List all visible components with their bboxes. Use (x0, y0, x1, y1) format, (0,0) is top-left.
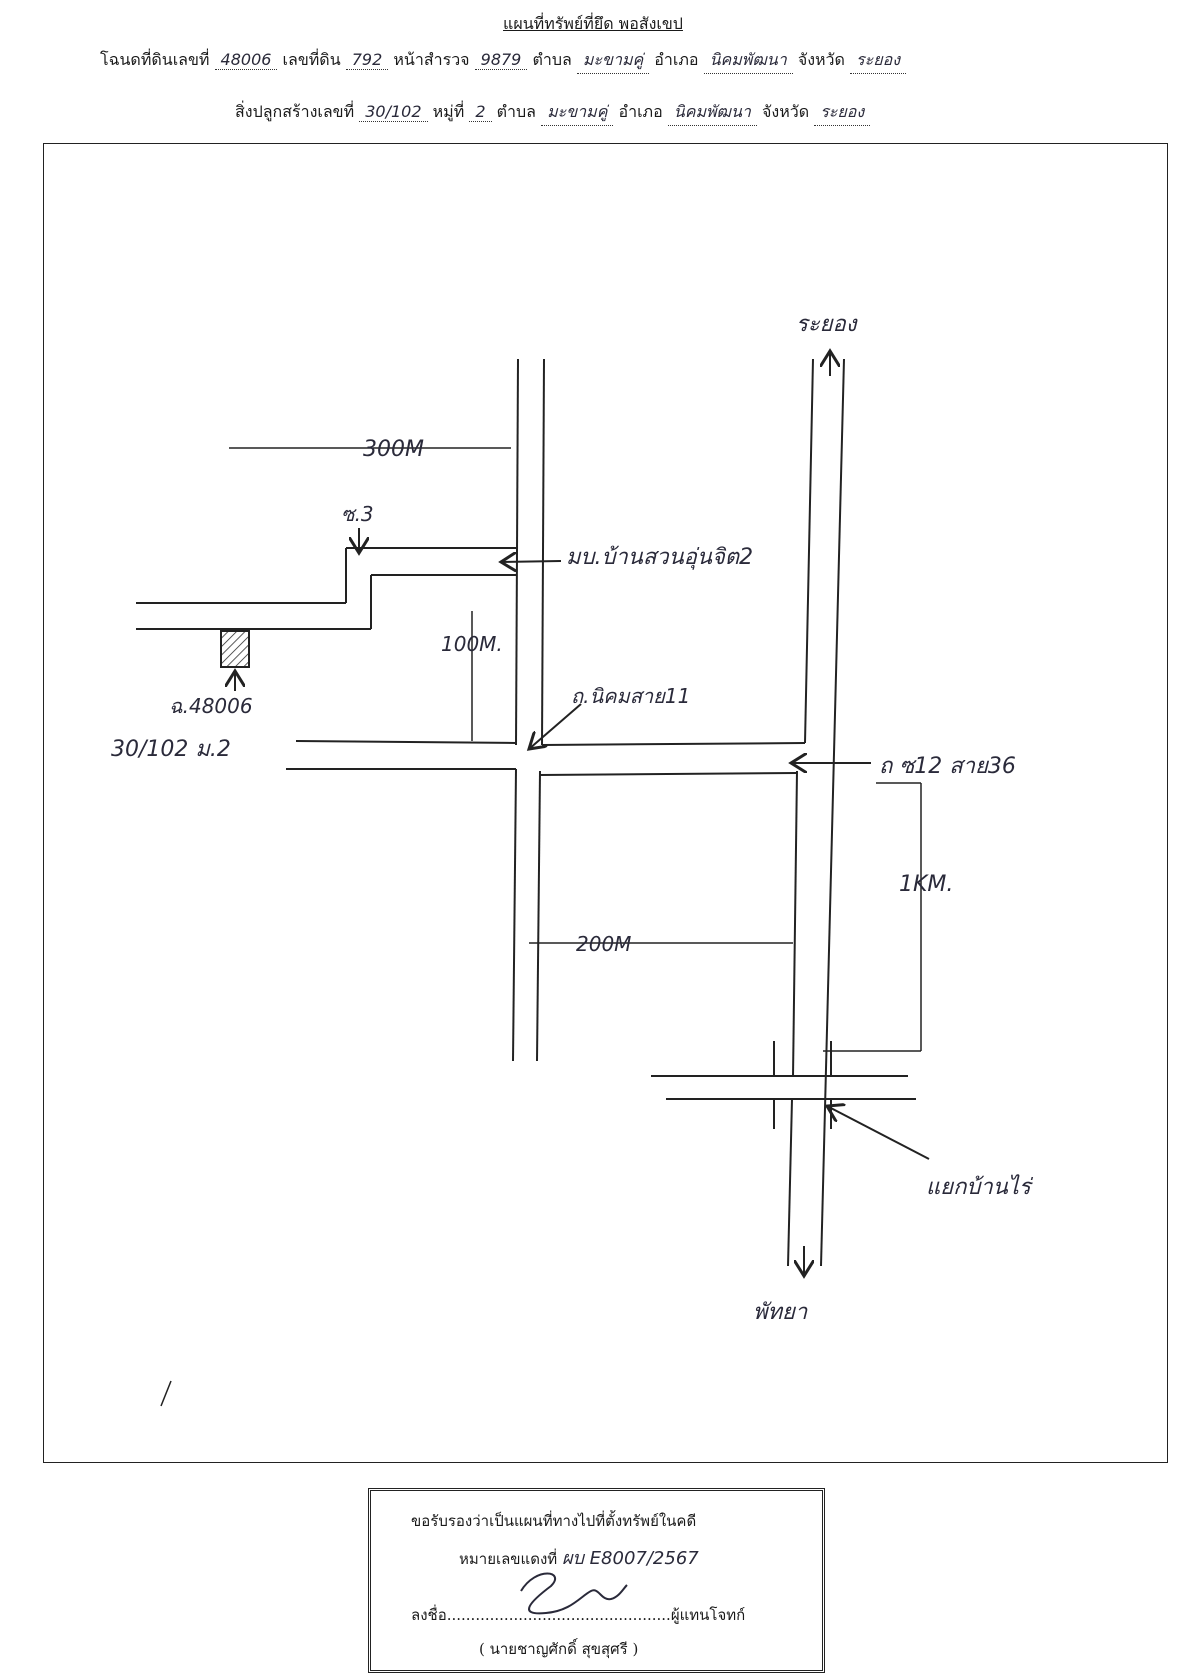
label-to-pattaya: พัทยา (753, 1300, 808, 1325)
header-line-2: สิ่งปลูกสร้างเลขที่ 30/102 หมู่ที่ 2 ตำบ… (235, 100, 1186, 126)
highway-left-bottom (787, 1098, 793, 1267)
district-label-2: อำเภอ (618, 102, 663, 121)
subdistrict-value: มะขามคู่ (576, 48, 650, 74)
land-number: 792 (345, 50, 389, 70)
province-label-2: จังหวัด (762, 102, 810, 121)
soi11-arrow (529, 703, 582, 749)
label-soi3: ซ.3 (341, 502, 374, 526)
district-label: อำเภอ (654, 50, 699, 69)
label-300m: 300M (363, 437, 424, 462)
road36-bottom-right (539, 772, 798, 776)
map-title: แผนที่ทรัพย์ที่ยึด พอสังเขป (503, 14, 683, 33)
highway-right-upper (820, 358, 845, 1267)
certification-box: ขอรับรองว่าเป็นแผนที่ทางไปที่ตั้งทรัพย์ใ… (368, 1488, 825, 1673)
cert-sign-row: ลงชื่อ..................................… (411, 1603, 745, 1627)
cert-case-row: หมายเลขแดงที่ ผบ E8007/2567 (459, 1543, 699, 1572)
label-junction: แยกบ้านไร่ (926, 1174, 1034, 1200)
survey-number: 9879 (474, 50, 528, 70)
soi11-right-upper (541, 358, 545, 746)
highway-left-lower (792, 770, 798, 1078)
label-road36: ถ ซ12 สาย36 (879, 754, 1016, 779)
land-number-label: เลขที่ดิน (282, 50, 341, 69)
subdistrict-label-2: ตำบล (496, 102, 536, 121)
subdistrict-label: ตำบล (532, 50, 572, 69)
label-to-rayong: ระยอง (796, 312, 859, 337)
map-drawing: ระยอง พัทยา 300M ซ.3 มบ.บ้านสวนอุ่นจิต2 … (111, 312, 1034, 1407)
cert-case-number: ผบ E8007/2567 (561, 1548, 699, 1569)
road36-top-right (541, 742, 806, 746)
village-arrow (501, 561, 562, 562)
header-line-1: โฉนดที่ดินเลขที่ 48006 เลขที่ดิน 792 หน้… (100, 48, 1186, 74)
label-soi11: ถ.นิคมสาย11 (571, 684, 690, 708)
building-label: สิ่งปลูกสร้างเลขที่ (235, 102, 355, 121)
deed-number: 48006 (214, 50, 278, 70)
highway-left-upper (804, 358, 814, 744)
stray-mark (160, 1380, 172, 1407)
province-value-2: ระยอง (814, 100, 871, 126)
cert-name: ( นายชาญศักดิ์ สุขสุศรี ) (479, 1640, 639, 1658)
label-deed: ฉ.48006 (169, 694, 253, 718)
junction-arrow (827, 1106, 930, 1160)
cert-case-label: หมายเลขแดงที่ (459, 1550, 558, 1568)
province-label: จังหวัด (797, 50, 845, 69)
moo-value: 2 (469, 102, 492, 122)
building-number: 30/102 (359, 102, 428, 122)
cert-sign-label: ลงชื่อ (411, 1606, 447, 1624)
signature (520, 1572, 628, 1615)
label-1km: 1KM. (899, 872, 953, 897)
map-frame: ระยอง พัทยา 300M ซ.3 มบ.บ้านสวนอุ่นจิต2 … (43, 143, 1168, 1463)
label-200m: 200M (576, 932, 631, 956)
survey-label: หน้าสำรวจ (393, 50, 470, 69)
label-village: มบ.บ้านสวนอุ่นจิต2 (566, 545, 753, 570)
soi11-right-lower (536, 770, 541, 1062)
deed-label: โฉนดที่ดินเลขที่ (100, 50, 210, 69)
cert-role: ผู้แทนโจทก์ (670, 1606, 746, 1624)
cert-statement: ขอรับรองว่าเป็นแผนที่ทางไปที่ตั้งทรัพย์ใ… (411, 1512, 697, 1530)
road36-top-left (295, 740, 517, 744)
district-value-2: นิคมพัฒนา (667, 100, 757, 126)
label-100m: 100M. (441, 632, 503, 656)
cert-sign-line: ........................................… (446, 1606, 671, 1624)
property-parcel (220, 630, 250, 668)
province-value: ระยอง (850, 48, 906, 74)
moo-label: หมู่ที่ (432, 102, 465, 121)
subdistrict-value-2: มะขามคู่ (541, 100, 614, 126)
soi11-left-upper (515, 358, 519, 746)
label-house: 30/102 ม.2 (111, 737, 231, 762)
district-value: นิคมพัฒนา (703, 48, 793, 74)
soi11-left-lower (512, 768, 517, 1062)
